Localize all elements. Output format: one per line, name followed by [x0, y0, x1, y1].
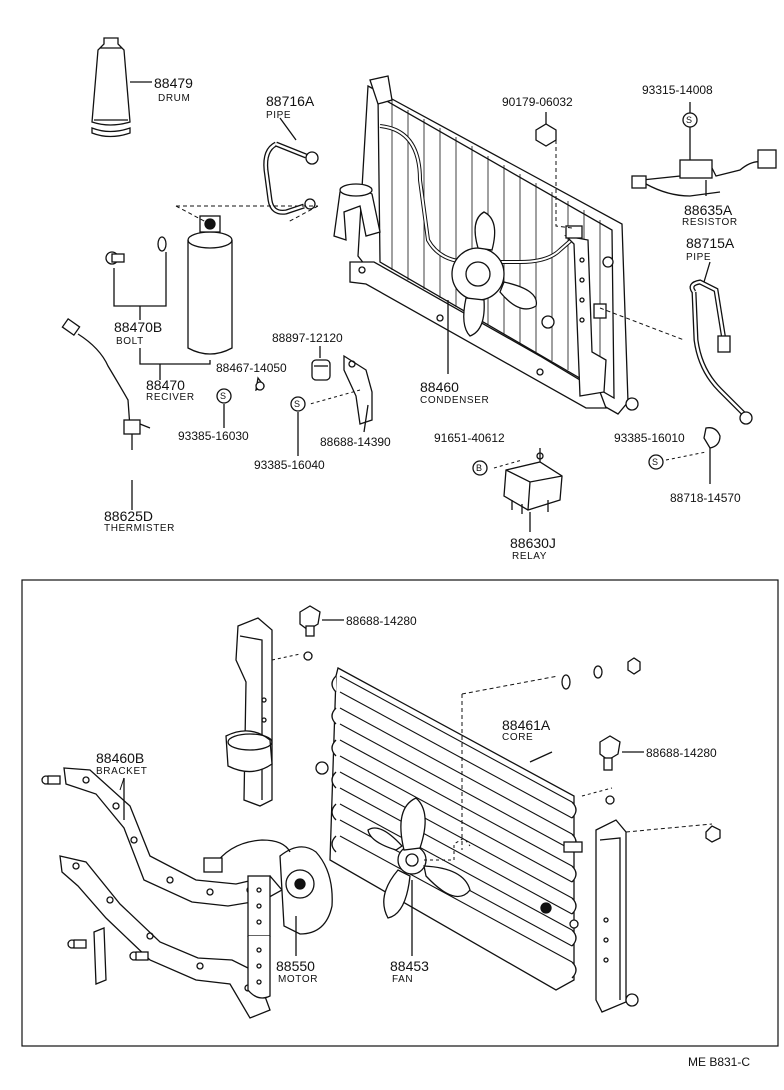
motor-drawing: [203, 839, 333, 999]
part-number-88688-14280-right: 88688-14280: [646, 746, 717, 760]
clip-drawing: [255, 346, 331, 392]
part-number-88718-14570: 88718-14570: [670, 491, 741, 505]
drum-drawing: [91, 37, 152, 138]
bracket-88460b-drawing: [41, 767, 284, 1019]
right-bracket-drawing: [595, 819, 721, 1013]
part-number-88470b: 88470B: [114, 319, 163, 335]
part-number-88467-14050: 88467-14050: [216, 361, 287, 375]
part-name-relay: RELAY: [512, 551, 548, 562]
part-number-88635a: 88635A: [684, 202, 733, 218]
fan-drawing: [367, 797, 471, 956]
part-name-condenser: CONDENSER: [420, 395, 490, 406]
condenser-drawing: [333, 75, 685, 415]
part-number-88625d: 88625D: [104, 508, 154, 524]
marker-b: B: [476, 463, 483, 473]
receiver-drawing: [175, 205, 319, 355]
nut-90179-drawing: [535, 112, 557, 147]
part-name-drum: DRUM: [158, 93, 191, 104]
clip-88688-top-drawing: [299, 605, 344, 637]
clip-88718-drawing: [665, 427, 721, 484]
bolt-drawing: [105, 236, 211, 380]
part-name-pipe-a: PIPE: [266, 110, 292, 121]
part-number-93385-16010: 93385-16010: [614, 431, 685, 445]
part-number-88479: 88479: [154, 75, 193, 91]
lower-section-frame: [21, 579, 779, 1047]
bracket-small-drawing: [309, 354, 373, 433]
part-number-88470: 88470: [146, 377, 185, 393]
part-number-88460b: 88460B: [96, 750, 145, 766]
figure-code: ME B831-C: [688, 1055, 751, 1069]
part-name-thermister: THERMISTER: [104, 523, 175, 534]
pipe-88715a-drawing: [689, 261, 753, 425]
part-number-93385-16040: 93385-16040: [254, 458, 325, 472]
part-number-93315-14008: 93315-14008: [642, 83, 713, 97]
part-name-pipe-b: PIPE: [686, 252, 712, 263]
part-number-91651-40612: 91651-40612: [434, 431, 505, 445]
part-number-88630j: 88630J: [510, 535, 556, 551]
part-name-resistor: RESISTOR: [682, 217, 738, 228]
part-number-88460: 88460: [420, 379, 459, 395]
part-name-fan: FAN: [392, 974, 414, 985]
part-name-bracket: BRACKET: [96, 766, 148, 777]
part-number-88550: 88550: [276, 958, 315, 974]
part-number-88461a: 88461A: [502, 717, 551, 733]
part-number-88453: 88453: [390, 958, 429, 974]
pipe-88716a-drawing: [263, 117, 319, 215]
part-name-bolt: BOLT: [116, 336, 144, 347]
part-name-core: CORE: [502, 732, 534, 743]
clip-88688-right-drawing: [581, 735, 644, 805]
resistor-drawing: [631, 102, 777, 197]
part-number-93385-16030: 93385-16030: [178, 429, 249, 443]
relay-drawing: [493, 448, 563, 532]
part-number-88716a: 88716A: [266, 93, 315, 109]
marker-s-c: S: [652, 457, 659, 467]
thermister-drawing: [61, 317, 151, 510]
part-name-motor: MOTOR: [278, 974, 319, 985]
core-drawing: [315, 657, 641, 991]
part-number-88897-12120: 88897-12120: [272, 331, 343, 345]
part-number-88688-14390: 88688-14390: [320, 435, 391, 449]
screw-markers: [216, 388, 664, 476]
marker-s-a: S: [220, 391, 227, 401]
part-number-88688-14280-top: 88688-14280: [346, 614, 417, 628]
left-bracket-drawing: [225, 617, 313, 807]
part-name-reciver: RECIVER: [146, 392, 195, 403]
leader-lines: [119, 777, 125, 791]
part-number-90179-06032: 90179-06032: [502, 95, 573, 109]
marker-s-93315: S: [686, 115, 693, 125]
part-number-88715a: 88715A: [686, 235, 735, 251]
marker-s-b: S: [294, 399, 301, 409]
